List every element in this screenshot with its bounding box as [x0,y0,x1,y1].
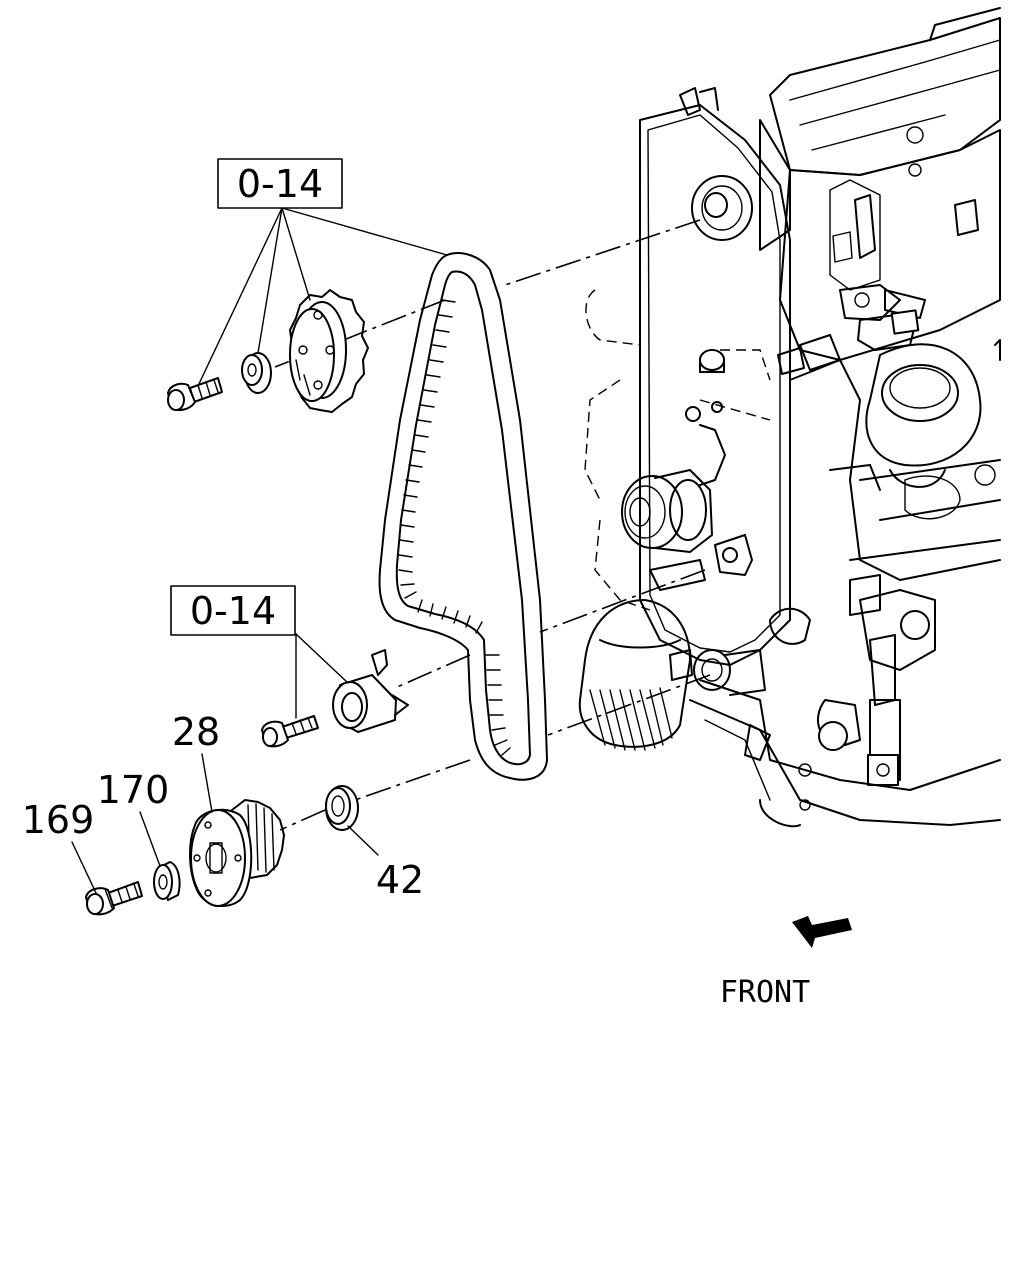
camshaft-sprocket-group [167,289,369,413]
tensioner-bolt [261,715,319,748]
engine-assembly [689,7,1001,828]
part-170-washer [153,861,181,901]
timing-cover-plate [578,87,811,751]
ref-upper-label: 0-14 [237,162,323,206]
front-label: FRONT [720,975,810,1010]
tensioner-group [261,649,409,748]
water-pump-pulley [621,469,713,553]
camshaft-bolt [167,377,223,411]
part-42-oil-seal [325,785,359,831]
leader-lines [71,207,448,894]
center-lines [274,219,711,831]
part-170-label: 170 [97,768,170,812]
callout-ref-upper: 0-14 [217,158,343,209]
camshaft-washer [241,352,272,394]
callout-ref-lower: 0-14 [170,585,296,636]
oil-filter [578,599,691,751]
timing-belt [378,252,548,781]
front-arrow-icon [792,916,852,948]
part-169-crankshaft-bolt [85,881,143,916]
part-28-label: 28 [172,710,220,754]
part-28-crankshaft-pulley [188,799,285,907]
crankshaft-group [85,785,359,916]
tensioner-pulley [332,649,409,733]
front-orientation: FRONT [720,916,852,1010]
part-42-label: 42 [376,858,424,902]
ref-lower-label: 0-14 [190,589,276,633]
part-169-label: 169 [22,798,95,842]
camshaft-sprocket [289,289,369,413]
